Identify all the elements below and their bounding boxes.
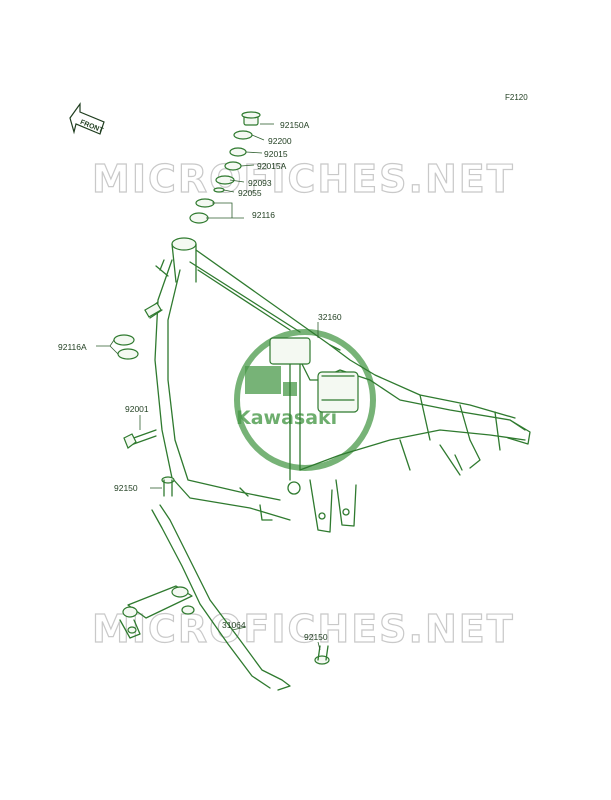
front-arrow-icon: FRONT: [69, 102, 105, 135]
stem-parts: [189, 111, 261, 224]
label-32160: 32160: [318, 312, 342, 322]
label-92150-bottom: 92150: [304, 632, 328, 642]
bolt-92150-bottom: [314, 645, 330, 665]
label-92015: 92015: [264, 149, 288, 159]
watermark-bottom: MICROFICHES.NET: [92, 607, 515, 651]
label-92116A: 92116A: [58, 342, 87, 352]
label-92055: 92055: [238, 188, 262, 198]
label-92001: 92001: [125, 404, 149, 414]
main-frame: [144, 237, 531, 533]
label-92150-top: 92150: [114, 483, 138, 493]
bearing-92116A: [113, 334, 139, 360]
logo-text: Kawasaki: [236, 407, 337, 429]
label-31064: 31064: [222, 620, 246, 630]
bolt-92001: [123, 429, 157, 449]
label-92116: 92116: [252, 210, 275, 220]
bolt-92150-top: [161, 476, 175, 497]
figure-code: F2120: [505, 93, 528, 102]
label-92200: 92200: [268, 136, 292, 146]
watermark-top: MICROFICHES.NET: [92, 157, 515, 201]
stand-bracket: [119, 504, 291, 691]
label-92093: 92093: [248, 178, 272, 188]
label-92015A: 92015A: [257, 161, 287, 171]
leader-lines: [96, 123, 321, 651]
label-92150A: 92150A: [280, 120, 310, 130]
